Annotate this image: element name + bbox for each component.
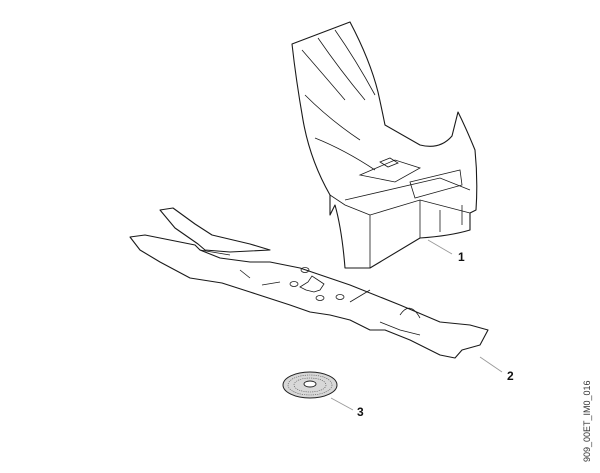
callout-3[interactable]: 3: [357, 405, 364, 419]
part-2-blade[interactable]: [129, 207, 489, 359]
callout-2[interactable]: 2: [507, 369, 514, 383]
part-1-deflector[interactable]: [291, 21, 478, 269]
part-3-washer[interactable]: [282, 371, 338, 399]
leader-2: [479, 356, 503, 373]
image-code: 909_00ET_IM0_016: [582, 380, 592, 462]
leader-1: [427, 239, 453, 255]
leader-3: [330, 397, 354, 411]
callout-1[interactable]: 1: [458, 250, 465, 264]
